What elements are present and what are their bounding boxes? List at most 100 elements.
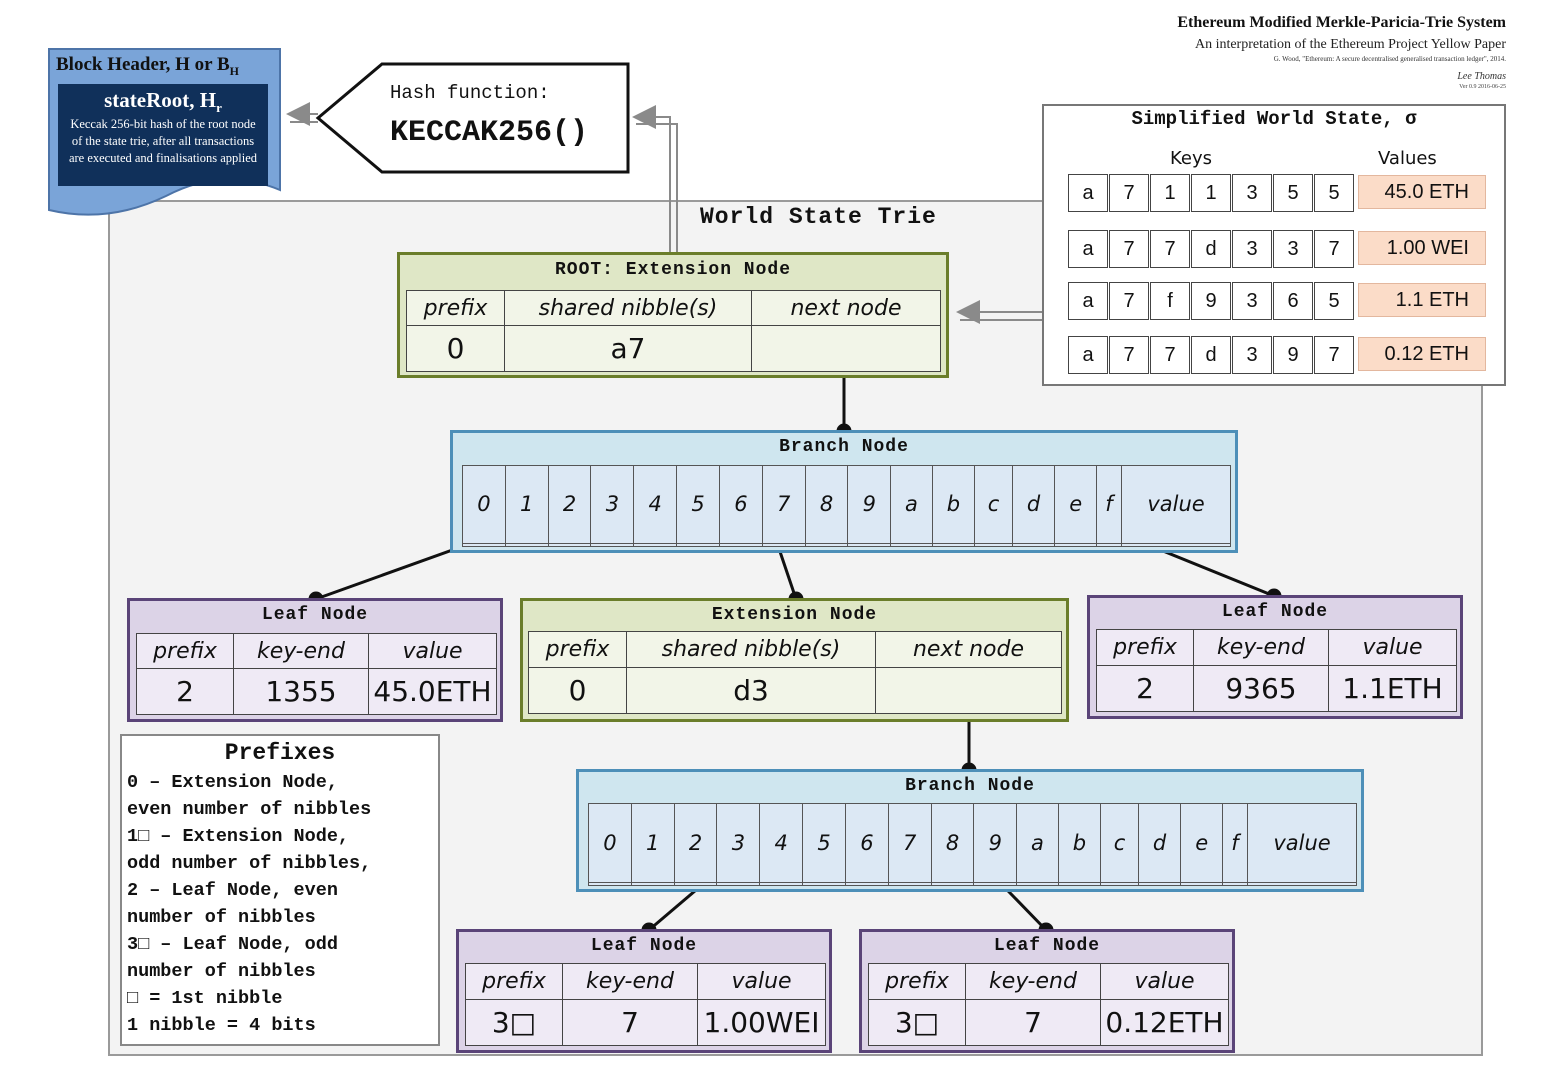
branch-slot-label: a <box>890 465 933 544</box>
diagram-version: Ver 0.9 2016-06-25 <box>1459 84 1506 90</box>
branch-slot-label: 2 <box>673 803 718 883</box>
world-state-key-cell: 3 <box>1232 230 1272 268</box>
leaf4-value-value: 0.12ETH <box>1100 998 1229 1047</box>
branch-slot-cell <box>804 542 849 548</box>
branch-slot-label: f <box>1095 465 1123 544</box>
branch-slot-cell <box>887 881 932 887</box>
branch-slot-cell <box>1247 881 1357 887</box>
branch-slot-label: 1 <box>630 803 675 883</box>
leaf4-keyend-header: key-end <box>965 963 1101 1000</box>
leaf2-value-value: 1.1ETH <box>1328 664 1457 713</box>
world-state-value-cell: 1.1 ETH <box>1358 283 1486 317</box>
branch-slot-cell <box>844 881 889 887</box>
leaf3-prefix-value: 3□ <box>465 998 563 1047</box>
branch-slot-cell <box>504 542 549 548</box>
diagram-author: Lee Thomas <box>1457 71 1506 82</box>
world-state-key-cell: 6 <box>1273 282 1313 320</box>
prefix-line: 1 nibble = 4 bits <box>127 1015 316 1036</box>
branch-slot-label: 3 <box>590 465 635 544</box>
prefix-line: number of nibbles <box>127 961 316 982</box>
branch-slot-cell <box>802 881 846 887</box>
world-state-keys-header: Keys <box>1170 148 1213 169</box>
world-state-key-cell: a <box>1068 174 1108 212</box>
branch-slot-label: value <box>1121 465 1231 544</box>
leaf1-prefix-value: 2 <box>136 668 234 715</box>
branch-slot-cell <box>1100 881 1139 887</box>
branch-slot-label: 5 <box>676 465 720 544</box>
root-extension-table: prefix shared nibble(s) next node 0 a7 <box>406 289 941 372</box>
world-state-trie-title: World State Trie <box>700 204 937 230</box>
world-state-key-cell: 9 <box>1273 336 1313 374</box>
world-state-title: Simplified World State, σ <box>1131 108 1417 130</box>
world-state-key-cell: 5 <box>1314 282 1354 320</box>
branch-slot-cell <box>847 542 892 548</box>
world-state-key-cell: 7 <box>1314 230 1354 268</box>
branch-slot-label: 1 <box>504 465 549 544</box>
leaf4-value-header: value <box>1100 963 1229 1000</box>
leaf4-prefix-value: 3□ <box>868 998 966 1047</box>
world-state-key-cell: 3 <box>1232 174 1272 212</box>
leaf2-keyend-header: key-end <box>1193 629 1329 666</box>
node-title: Leaf Node <box>261 605 369 625</box>
branch-slot-label: a <box>1016 803 1059 883</box>
branch-slot-label: f <box>1221 803 1249 883</box>
state-root-title: stateRoot, Hr <box>104 88 222 116</box>
branch-slot-label: 3 <box>716 803 761 883</box>
leaf1-keyend-value: 1355 <box>233 668 369 715</box>
prefix-line: 3□ – Leaf Node, odd <box>127 934 338 955</box>
node-title: Extension Node <box>711 605 878 625</box>
branch-slot-label: b <box>1057 803 1102 883</box>
world-state-key-cell: 3 <box>1232 336 1272 374</box>
leaf-node-4-table: prefix key-end value 3□ 7 0.12ETH <box>868 963 1229 1047</box>
leaf-node-3: Leaf Node prefix key-end value 3□ 7 1.00… <box>456 929 832 1053</box>
ext2-next-header: next node <box>875 631 1062 668</box>
leaf-node-1-table: prefix key-end value 2 1355 45.0ETH <box>136 632 497 715</box>
root-to-hash-arrow <box>632 105 671 252</box>
branch-slot-label: d <box>1011 465 1056 544</box>
branch-slot-cell <box>973 881 1018 887</box>
branch-slot-cell <box>1057 881 1102 887</box>
branch-slot-cell <box>547 542 592 548</box>
prefix-line: number of nibbles <box>127 907 316 928</box>
prefix-line: 0 – Extension Node, <box>127 772 338 793</box>
world-state-key-cell: f <box>1150 282 1190 320</box>
leaf2-keyend-value: 9365 <box>1193 664 1329 713</box>
prefix-line: □ = 1st nibble <box>127 988 283 1009</box>
branch-slot-label: value <box>1247 803 1357 883</box>
branch-slot-label: 7 <box>761 465 806 544</box>
world-state-key-cell: 3 <box>1273 230 1313 268</box>
root-prefix-header: prefix <box>406 289 505 327</box>
branch-slot-label: 4 <box>633 465 678 544</box>
world-state-key-cell: 1 <box>1191 174 1231 212</box>
diagram-title: Ethereum Modified Merkle-Paricia-Trie Sy… <box>1177 14 1506 31</box>
diagram-citation: G. Wood, "Ethereum: A secure decentralis… <box>1273 55 1506 63</box>
hash-function-value: KECCAK256() <box>390 116 589 150</box>
diagram-subtitle: An interpretation of the Ethereum Projec… <box>1194 37 1506 52</box>
leaf3-keyend-value: 7 <box>562 998 698 1047</box>
branch-slot-cell <box>1221 881 1249 887</box>
branch-slot-label: 6 <box>718 465 763 544</box>
world-state-key-cell: a <box>1068 336 1108 374</box>
leaf2-prefix-header: prefix <box>1096 629 1194 666</box>
root-prefix-value: 0 <box>406 325 505 372</box>
branch-slot-cell <box>676 542 720 548</box>
branch-slot-cell <box>761 542 806 548</box>
leaf-node-4: Leaf Node prefix key-end value 3□ 7 0.12… <box>859 929 1235 1053</box>
prefixes-legend <box>120 734 440 1046</box>
leaf-node-2-table: prefix key-end value 2 9365 1.1ETH <box>1096 629 1457 713</box>
branch-slot-label: d <box>1137 803 1182 883</box>
branch-slot-cell <box>588 881 632 887</box>
world-state-key-cell: 7 <box>1150 230 1190 268</box>
branch-slot-label: e <box>1054 465 1097 544</box>
leaf3-value-header: value <box>697 963 826 1000</box>
branch-slot-label: 4 <box>759 803 804 883</box>
leaf4-keyend-value: 7 <box>965 998 1101 1047</box>
node-title: ROOT: Extension Node <box>554 260 792 280</box>
root-nibbles-value: a7 <box>504 325 752 372</box>
branch-slot-label: 0 <box>462 465 506 544</box>
leaf1-value-header: value <box>368 632 497 670</box>
